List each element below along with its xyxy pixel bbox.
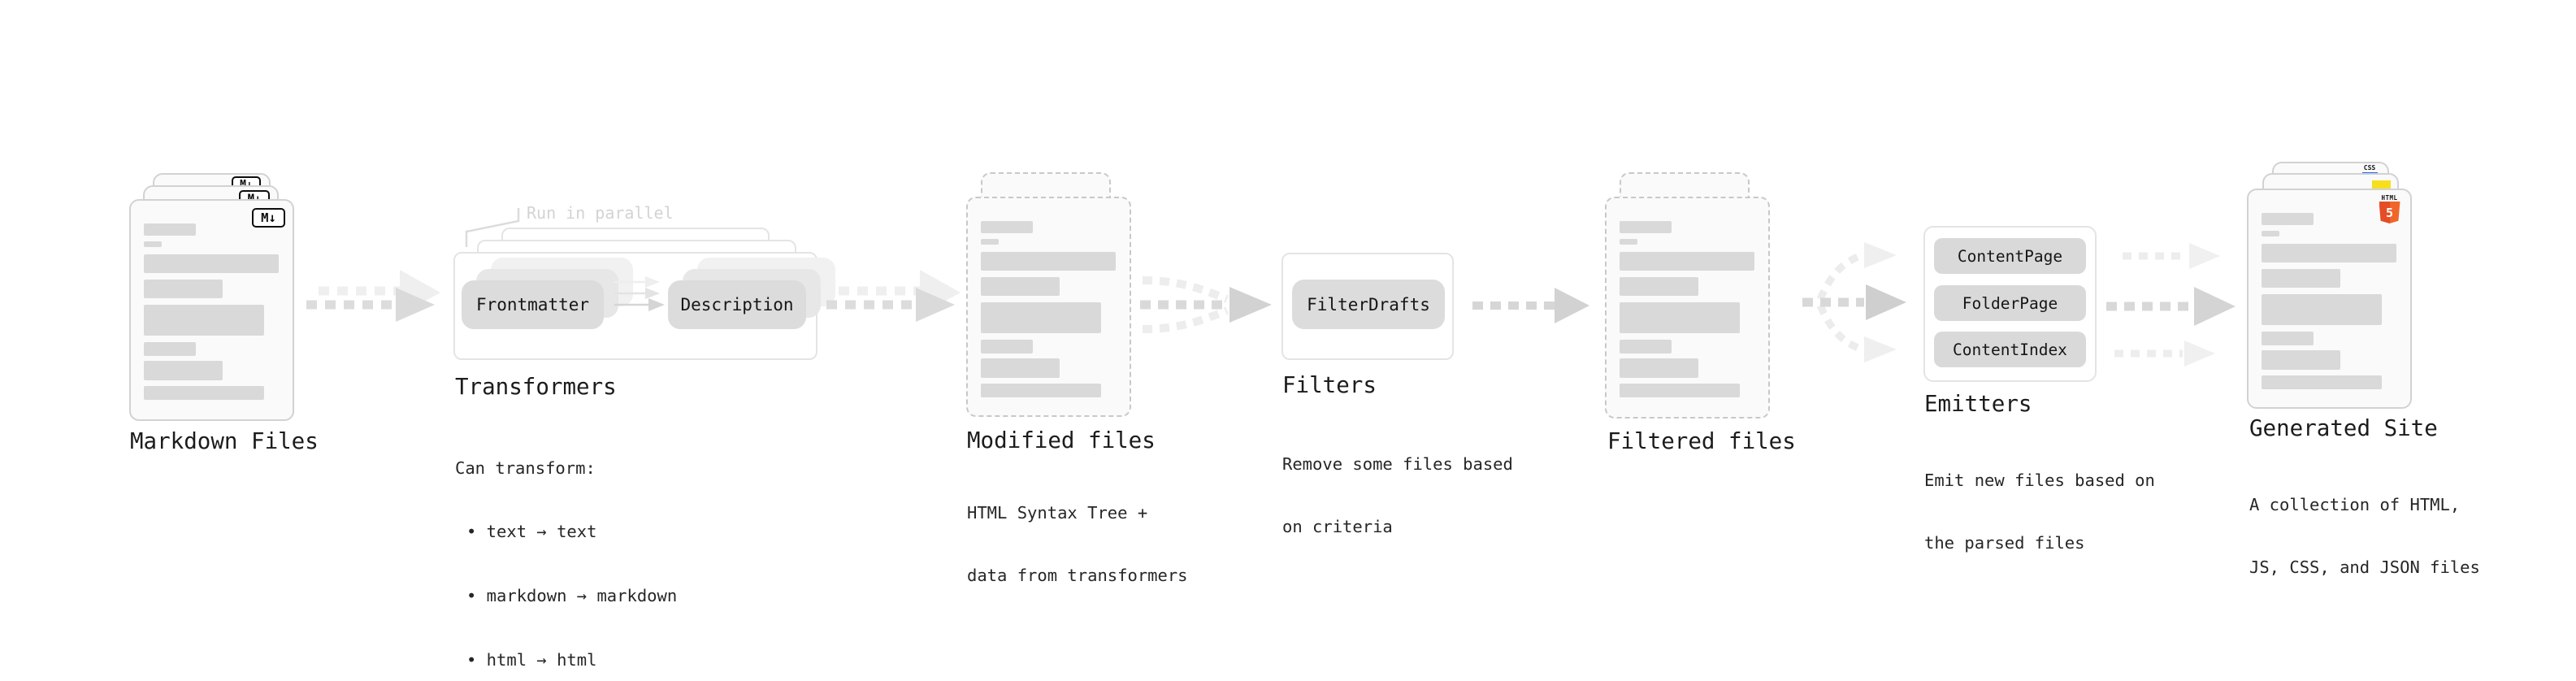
transformers-desc-line: • markdown → markdown [466, 586, 678, 606]
markdown-icon: M↓ [252, 208, 285, 228]
parallel-arrows-icon [2106, 243, 2236, 367]
skeleton-text-bar [144, 305, 264, 336]
filtered-files-title: Filtered files [1607, 428, 1796, 454]
filter-node-filterdrafts: FilterDrafts [1292, 280, 1445, 329]
skeleton-text-bar [981, 384, 1101, 397]
flow-arrow-icon [306, 270, 440, 322]
subtitle-line: data from transformers [967, 565, 1188, 585]
skeleton-text-bar [2262, 231, 2279, 236]
emitters-title: Emitters [1924, 391, 2032, 417]
skeleton-text-bar [981, 252, 1116, 271]
skeleton-text-bar [2262, 375, 2382, 389]
skeleton-text-bar [2262, 294, 2382, 325]
skeleton-text-bar [144, 254, 279, 273]
skeleton-text-bar [1620, 384, 1740, 397]
markdown-files-title: Markdown Files [130, 428, 319, 454]
skeleton-text-bar [2262, 350, 2340, 370]
skeleton-text-bar [981, 277, 1060, 296]
generated-site-title: Generated Site [2249, 415, 2438, 441]
skeleton-text-bar [1620, 239, 1637, 245]
skeleton-text-bar [2262, 213, 2314, 225]
skeleton-text-bar [2262, 332, 2314, 345]
subtitle-line: Remove some files based [1282, 454, 1513, 474]
subtitle-line: HTML Syntax Tree + [967, 503, 1148, 523]
subtitle-line: on criteria [1282, 516, 1393, 536]
subtitle-line: JS, CSS, and JSON files [2249, 557, 2480, 577]
modified-files-subtitle: HTML Syntax Tree + data from transformer… [967, 462, 1188, 627]
modified-files-title: Modified files [967, 427, 1156, 453]
emitter-node-contentpage: ContentPage [1934, 238, 2086, 274]
transformers-title: Transformers [455, 374, 617, 400]
skeleton-text-bar [144, 386, 264, 400]
html5-icon-number: 5 [2385, 205, 2394, 220]
filtered-file-card [1605, 197, 1770, 419]
run-in-parallel-note: Run in parallel [527, 203, 674, 223]
skeleton-text-bar [144, 223, 196, 236]
transformers-desc-line: Can transform: [455, 458, 596, 478]
filters-subtitle: Remove some files based on criteria [1282, 413, 1513, 579]
skeleton-text-bar [144, 361, 223, 380]
skeleton-text-bar [1620, 358, 1698, 378]
skeleton-text-bar [2262, 244, 2396, 262]
emitters-subtitle: Emit new files based on the parsed files [1924, 429, 2155, 595]
skeleton-text-bar [1620, 302, 1740, 333]
filters-title: Filters [1282, 372, 1377, 398]
transformers-description: Can transform: • text → text • markdown … [455, 414, 677, 681]
merge-arrow-icon [1140, 276, 1272, 333]
transform-arrows-icon [614, 276, 665, 311]
skeleton-text-bar [981, 221, 1033, 233]
skeleton-text-bar [1620, 277, 1698, 296]
skeleton-text-bar [1620, 221, 1672, 233]
subtitle-line: A collection of HTML, [2249, 495, 2461, 514]
skeleton-text-bar [144, 241, 162, 247]
skeleton-text-bar [1620, 252, 1754, 271]
skeleton-text-bar [981, 358, 1060, 378]
subtitle-line: the parsed files [1924, 532, 2085, 553]
skeleton-text-bar [144, 342, 196, 356]
emitter-node-folderpage: FolderPage [1934, 285, 2086, 321]
leader-line-icon [465, 208, 520, 247]
subtitle-line: Emit new files based on [1924, 471, 2155, 490]
skeleton-text-bar [981, 302, 1101, 333]
transformer-node-description: Description [668, 280, 806, 329]
skeleton-text-bar [2262, 269, 2340, 288]
generated-site-subtitle: A collection of HTML, JS, CSS, and JSON … [2249, 453, 2480, 619]
transformer-node-frontmatter: Frontmatter [462, 280, 604, 329]
split-arrow-icon [1802, 242, 1906, 362]
transformers-desc-line: • text → text [466, 522, 597, 542]
markdown-file-card: M↓ [129, 199, 294, 421]
css-icon-label: CSS [2363, 164, 2376, 171]
transformers-desc-line: • html → html [466, 650, 597, 670]
html5-icon-label: HTML [2381, 194, 2398, 202]
modified-file-card [966, 197, 1131, 417]
flow-arrow-icon [1472, 288, 1589, 323]
html5-icon-shield: 5 [2379, 202, 2400, 223]
flow-arrow-icon [826, 270, 961, 322]
generated-file-card: HTML 5 [2247, 189, 2412, 409]
skeleton-text-bar [144, 280, 223, 298]
emitter-node-contentindex: ContentIndex [1934, 332, 2086, 367]
html5-icon: HTML 5 [2379, 194, 2400, 223]
skeleton-text-bar [981, 340, 1033, 354]
skeleton-text-bar [981, 239, 999, 245]
skeleton-text-bar [1620, 340, 1672, 354]
